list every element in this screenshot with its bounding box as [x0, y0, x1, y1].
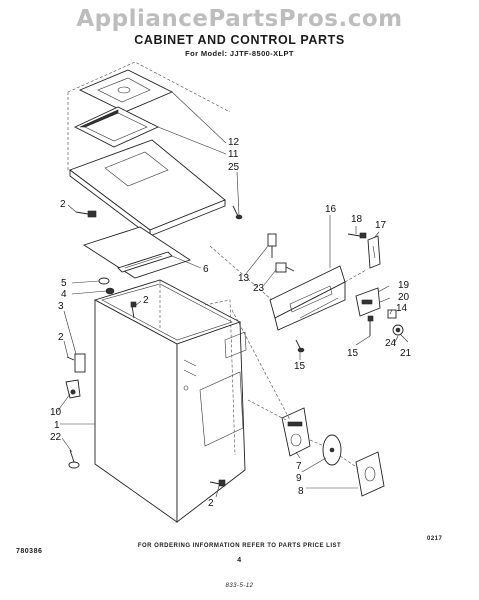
- callout-8: 8: [298, 486, 304, 497]
- switch-bracket-19-part: [355, 287, 381, 317]
- callout-5: 5: [61, 278, 67, 289]
- leveler-22-part: [68, 449, 80, 469]
- callout-4: 4: [61, 289, 67, 300]
- callout-labels: 12 11 25 2 6 5 4 3 2 2 10 1 22 13 23 16 …: [50, 137, 412, 509]
- cabinet-body-part: [93, 279, 247, 523]
- cover-8-part: [355, 451, 385, 497]
- timer-14-part: [387, 309, 397, 319]
- footer-right-code: 0217: [427, 536, 443, 542]
- callout-2-inner: 2: [143, 295, 149, 306]
- top-cover-part: [78, 69, 174, 113]
- screw-2-upper-part: [75, 210, 97, 218]
- callout-9: 9: [296, 473, 302, 484]
- screw-2-inner-part: [130, 301, 137, 319]
- footer-page-number: 4: [237, 557, 242, 564]
- motor-7-part: [281, 407, 311, 457]
- model-subtitle: For Model: JJTF-8500-XLPT: [185, 49, 294, 58]
- callout-10: 10: [50, 407, 62, 418]
- screw-18-part: [347, 232, 367, 239]
- callout-2-upper: 2: [60, 199, 66, 210]
- callout-3: 3: [58, 301, 64, 312]
- knob-24-part: [392, 324, 404, 336]
- footer-bottom-mark: 833-5-12: [225, 583, 254, 589]
- callout-23: 23: [253, 283, 265, 294]
- callout-24: 24: [385, 338, 397, 349]
- callout-12: 12: [228, 137, 240, 148]
- control-console-part: [269, 265, 346, 331]
- side-bracket-part: [66, 353, 86, 373]
- bracket-17-part: [367, 235, 381, 269]
- callout-13: 13: [238, 273, 250, 284]
- callout-20: 20: [398, 292, 410, 303]
- callout-25: 25: [228, 162, 240, 173]
- callout-15-right: 15: [347, 348, 359, 359]
- callout-21: 21: [400, 348, 412, 359]
- screw-15-left-part: [295, 339, 305, 353]
- footer-ordering-note: FOR ORDERING INFORMATION REFER TO PARTS …: [137, 543, 342, 549]
- callout-19: 19: [398, 280, 410, 291]
- screw-25-part: [232, 205, 243, 220]
- callout-11: 11: [228, 149, 239, 160]
- lid-panel-part: [69, 139, 226, 237]
- page-title: CABINET AND CONTROL PARTS: [134, 33, 345, 47]
- screw-15-right-part: [367, 315, 374, 336]
- callout-7: 7: [296, 461, 302, 472]
- callout-14: 14: [396, 303, 408, 314]
- control-panel-plate-part: [82, 226, 192, 279]
- screw-2-lower-part: [209, 479, 226, 487]
- leader-lines: [56, 91, 409, 498]
- callout-2-lower: 2: [208, 498, 214, 509]
- lid-frame-part: [73, 106, 160, 148]
- footer-left-code: 780386: [16, 548, 43, 555]
- callout-17: 17: [375, 220, 387, 231]
- small-fasteners-5-4: [98, 277, 115, 295]
- watermark: AppliancePartsPros.com: [76, 6, 403, 32]
- callout-22: 22: [50, 432, 62, 443]
- callout-18: 18: [351, 214, 363, 225]
- callout-1: 1: [54, 420, 60, 431]
- leveler-10-part: [65, 379, 81, 399]
- callout-15-left: 15: [294, 361, 306, 372]
- disk-9-part: [322, 434, 342, 466]
- knob-23-part: [275, 262, 295, 273]
- callout-16: 16: [325, 204, 337, 215]
- callout-6: 6: [203, 264, 209, 275]
- callout-2-left: 2: [58, 332, 64, 343]
- switch-13-part: [267, 233, 277, 258]
